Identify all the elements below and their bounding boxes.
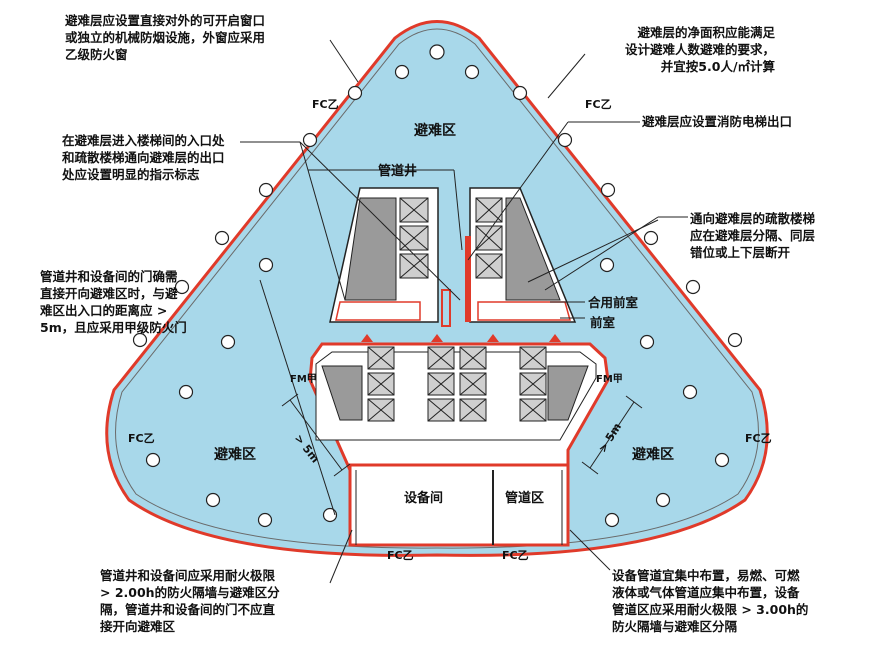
note-window-requirement: 避难层应设置直接对外的可开启窗口 或独立的机械防烟设施，外窗应采用 乙级防火窗 — [65, 13, 266, 62]
note-pipe-zone: 设备管道宜集中布置，易燃、可燃 液体或气体管道应集中布置，设备 管道区应采用耐火… — [612, 568, 809, 634]
fc-window-label-3: FC乙 — [128, 432, 155, 445]
stair-core-left — [329, 187, 451, 327]
fc-window-label-5: FC乙 — [387, 549, 414, 562]
marker-triangles — [361, 334, 561, 342]
fc-window-label-2: FC乙 — [585, 98, 612, 111]
note-fire-partition: 管道井和设备间应采用耐火极限 > 2.00h的防火隔墙与避难区分 隔，管道井和设… — [100, 568, 280, 634]
combined-lobby-label: 合用前室 — [588, 295, 639, 310]
refuge-zone-left-label: 避难区 — [214, 447, 256, 463]
note-evacuation-stair: 通向避难层的疏散楼梯 应在避难层分隔、同层 错位或上下层断开 — [690, 211, 816, 260]
note-door-distance: 管道井和设备间的门确需 直接开向避难区时，与避 难区出入口的距离应 > 5m，且… — [40, 269, 187, 335]
front-room-label: 前室 — [590, 315, 616, 330]
refuge-zone-right-label: 避难区 — [632, 447, 674, 463]
note-fire-elevator: 避难层应设置消防电梯出口 — [642, 114, 793, 129]
pipe-shaft-label: 管道井 — [378, 164, 418, 179]
equipment-room-label: 设备间 — [404, 491, 444, 506]
central-core — [308, 342, 610, 472]
fc-window-label-1: FC乙 — [312, 98, 339, 111]
leader-lines — [240, 39, 688, 584]
note-stair-sign: 在避难层进入楼梯间的入口处 和疏散楼梯通向避难层的出口 处应设置明显的指示标志 — [62, 133, 225, 182]
fm-door-right-label: FM甲 — [596, 374, 623, 385]
fm-door-left-label: FM甲 — [290, 374, 317, 385]
fc-window-label-6: FC乙 — [502, 549, 529, 562]
dimension-lines — [281, 393, 643, 477]
refuge-zone-top-label: 避难区 — [414, 123, 456, 139]
pipe-zone-label: 管道区 — [505, 491, 545, 506]
note-area-requirement: 避难层的净面积应能满足 设计避难人数避难的要求， 并宜按5.0人/㎡计算 — [625, 25, 776, 74]
equipment-block — [348, 463, 570, 547]
fc-window-label-4: FC乙 — [745, 432, 772, 445]
